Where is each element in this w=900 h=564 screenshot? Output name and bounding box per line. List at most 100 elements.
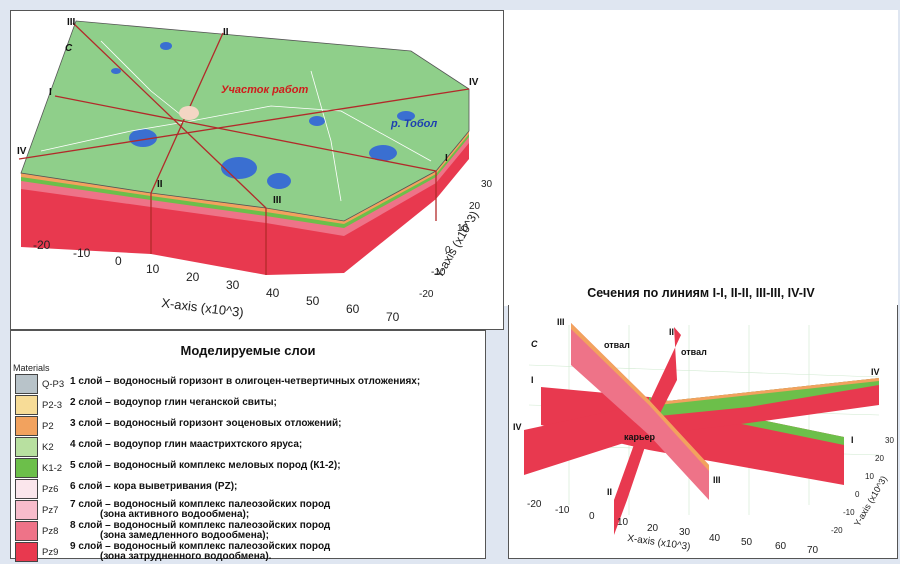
sec-y-tick: 20	[875, 454, 884, 463]
map-surface	[20, 20, 470, 222]
legend-swatch	[15, 521, 38, 541]
legend-description-main: 5 слой – водоносный комплекс меловых пор…	[70, 460, 341, 471]
map-y-tick: -10	[431, 267, 446, 278]
sec-label-i-right: I	[851, 435, 854, 445]
map-label-iii: III	[67, 17, 76, 28]
legend-row: P2 3 слой – водоносный горизонт эоценовых…	[13, 416, 483, 437]
legend-swatch	[15, 437, 38, 457]
map-y-axis-label: Y-axis (x10^3)	[431, 208, 481, 280]
legend-swatch	[15, 479, 38, 499]
sec-x-tick: 0	[589, 511, 595, 522]
sec-x-tick: -20	[527, 499, 542, 510]
legend-swatch	[15, 395, 38, 415]
sec-label-otval-right: отвал	[681, 347, 707, 357]
legend-swatch	[15, 458, 38, 478]
legend-description: 7 слой – водоносный комплекс палеозойски…	[70, 500, 330, 520]
section-iii-iii-orange	[571, 323, 709, 471]
legend-description: 6 слой – кора выветривания (PZ);	[70, 479, 237, 492]
sec-label-karier: карьер	[624, 432, 656, 442]
legend-description: 1 слой – водоносный горизонт в олигоцен-…	[70, 374, 420, 387]
sec-y-ticks: 30 20 10 0 -10 -20	[831, 436, 894, 535]
legend-swatch	[15, 542, 38, 562]
sec-x-tick: 40	[709, 533, 721, 544]
map-x-tick: 20	[186, 270, 200, 284]
sections-title: Сечения по линиям I-I, II-II, III-III, I…	[587, 286, 815, 300]
sec-label-ii-top: II	[669, 327, 674, 337]
sections-svg: III С отвал II отвал I IV IV карьер I II…	[513, 317, 894, 556]
map-y-tick: 0	[445, 245, 451, 256]
legend-code: Pz7	[42, 505, 59, 516]
map-x-tick: 60	[346, 302, 360, 316]
sec-y-tick: 0	[855, 490, 860, 499]
legend-description-main: 3 слой – водоносный горизонт эоценовых о…	[70, 418, 342, 429]
legend-row: Pz8 8 слой – водоносный комплекс палеозой…	[13, 521, 483, 542]
legend-description: 3 слой – водоносный горизонт эоценовых о…	[70, 416, 342, 429]
section-iv-iv	[524, 378, 879, 475]
legend-description: 8 слой – водоносный комплекс палеозойски…	[70, 521, 330, 541]
legend-description-sub: (зона активного водообмена);	[100, 509, 250, 520]
sec-x-tick: 20	[647, 523, 659, 534]
legend-code: Pz8	[42, 526, 59, 537]
map-x-tick: -10	[73, 246, 91, 260]
map-x-tick: 0	[115, 254, 122, 268]
sec-y-tick: 30	[885, 436, 894, 445]
map-x-ticks: -20 -10 0 10 20 30 40 50 60 70	[33, 238, 400, 324]
legend-code: P2	[42, 421, 54, 432]
river-label: р. Тобол	[390, 118, 437, 130]
legend-row: K1-2 5 слой – водоносный комплекс меловых…	[13, 458, 483, 479]
site-label: Участок работ	[221, 84, 308, 96]
legend-description-main: 8 слой – водоносный комплекс палеозойски…	[70, 520, 331, 531]
sec-y-tick: -10	[843, 508, 855, 517]
legend-description: 4 слой – водоупор глин маастрихтского яр…	[70, 437, 302, 450]
legend-code: K1-2	[42, 463, 63, 474]
map-y-tick: 20	[469, 201, 481, 212]
legend-description-sub: (зона затрудненного водообмена).	[100, 551, 272, 562]
sec-label-iv-right: IV	[871, 367, 880, 377]
layer-pink	[21, 131, 469, 236]
sec-y-axis-label: Y-axis (x10^3)	[852, 474, 889, 528]
legend-code: P2-3	[42, 400, 63, 411]
sec-label-c: С	[531, 339, 538, 349]
map-block-panel: III II С IV I IV I II III Участок работ …	[10, 10, 504, 330]
map-label-iv-left: IV	[17, 146, 27, 157]
sec-label-iii-bottom: III	[713, 475, 721, 485]
map-label-ii-bottom: II	[157, 179, 163, 190]
sec-y-tick: 10	[865, 472, 874, 481]
legend-code: K2	[42, 442, 54, 453]
legend-swatch	[15, 500, 38, 520]
map-x-tick: 50	[306, 294, 320, 308]
sec-x-tick: 60	[775, 541, 787, 552]
legend-description: 2 слой – водоупор глин чеганской свиты;	[70, 395, 277, 408]
sec-label-otval-left: отвал	[604, 340, 630, 350]
sec-x-tick: 10	[617, 517, 629, 528]
map-label-i-right: I	[445, 153, 448, 164]
legend-description-sub: (зона замедленного водообмена);	[100, 530, 269, 541]
map-label-north: С	[65, 43, 73, 54]
legend-description-main: 2 слой – водоупор глин чеганской свиты;	[70, 397, 277, 408]
legend-description-main: 4 слой – водоупор глин маастрихтского яр…	[70, 439, 303, 450]
materials-label: Materials	[13, 363, 50, 373]
legend-swatch	[15, 374, 38, 394]
legend-description-main: 6 слой – кора выветривания (PZ);	[70, 481, 238, 492]
map-y-tick: -20	[419, 289, 434, 300]
map-x-tick: 10	[146, 262, 160, 276]
sec-x-tick: 30	[679, 527, 691, 538]
section-iv-iv-orange	[649, 378, 879, 406]
section-iii-iii	[571, 323, 709, 500]
sec-label-ii-bottom: II	[607, 487, 612, 497]
map-block-svg: III II С IV I IV I II III Участок работ …	[17, 17, 493, 324]
legend-row: Pz7 7 слой – водоносный комплекс палеозой…	[13, 500, 483, 521]
sec-x-tick: -10	[555, 505, 570, 516]
section-iv-iv-green	[649, 378, 879, 417]
roads	[40, 40, 432, 202]
map-x-tick: 70	[386, 310, 400, 324]
sec-x-tick: 70	[807, 545, 819, 556]
map-x-tick: -20	[33, 238, 51, 252]
legend-swatch	[15, 416, 38, 436]
map-label-iii-bottom: III	[273, 195, 282, 206]
map-y-tick: 10	[457, 223, 469, 234]
